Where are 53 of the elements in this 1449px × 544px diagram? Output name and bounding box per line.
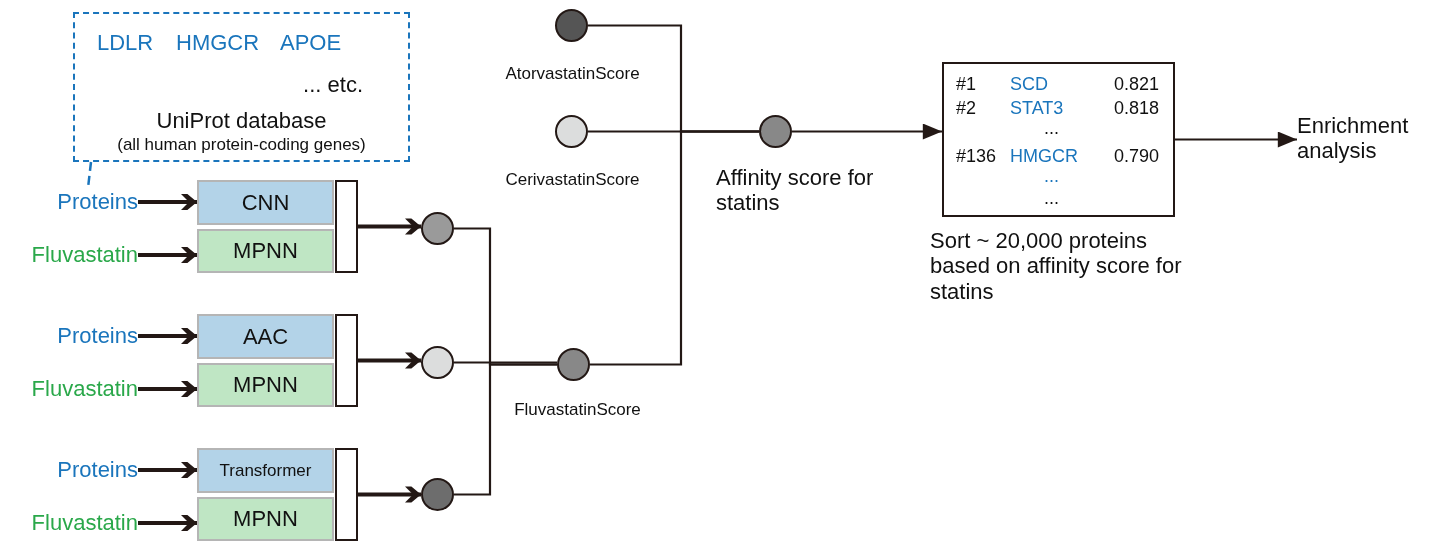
score-circle <box>555 9 588 42</box>
score-circle <box>421 212 454 245</box>
rank-number: #2 <box>956 98 977 119</box>
score-circle <box>555 115 588 148</box>
ranking-table-box <box>942 62 1175 217</box>
score-circle <box>759 115 792 148</box>
score-label: Affinity score for statins <box>716 165 875 216</box>
gene-name: LDLR <box>97 30 154 56</box>
score-value: 0.821 <box>1114 74 1160 95</box>
input-label: Proteins <box>10 454 138 486</box>
output-label: Enrichment analysis <box>1297 108 1447 168</box>
score-label: AtorvastatinScore <box>504 64 641 84</box>
score-circle <box>421 478 454 511</box>
ellipsis-text: ... <box>1044 188 1059 209</box>
gene-name: HMGCR <box>176 30 260 56</box>
concatenation-bar <box>335 314 358 407</box>
drug-encoder-box: MPNN <box>197 363 334 407</box>
drug-encoder-box: MPNN <box>197 229 334 273</box>
concatenation-bar <box>335 180 358 273</box>
etc-text: ... etc. <box>303 72 363 98</box>
input-label: Proteins <box>10 320 138 352</box>
rank-number: #1 <box>956 74 977 95</box>
connector-line <box>454 361 557 364</box>
protein-encoder-box: CNN <box>197 180 334 225</box>
score-value: 0.818 <box>1114 98 1160 119</box>
input-label: Fluvastatin <box>0 507 138 539</box>
gene-name: APOE <box>280 30 342 56</box>
score-label: CerivastatinScore <box>504 170 641 190</box>
concatenation-bar <box>335 448 358 541</box>
score-label: FluvastatinScore <box>513 400 642 420</box>
ellipsis-text: #136 <box>956 146 997 167</box>
ellipsis-text: ... <box>1044 118 1059 139</box>
input-label: Fluvastatin <box>0 373 138 405</box>
protein-encoder-box: AAC <box>197 314 334 359</box>
ellipsis-text: ... <box>1044 166 1059 187</box>
connector-line <box>590 130 759 366</box>
gene-name: STAT3 <box>1010 98 1064 119</box>
callout-box <box>73 12 410 162</box>
gene-name: HMGCR <box>1010 146 1078 167</box>
input-label: Fluvastatin <box>0 239 138 271</box>
database-subtitle: (all human protein-coding genes) <box>116 135 367 155</box>
score-circle <box>421 346 454 379</box>
database-title: UniProt database <box>155 108 328 134</box>
arrow <box>792 123 942 140</box>
score-value: 0.790 <box>1114 146 1160 167</box>
gene-name: SCD <box>1010 74 1048 95</box>
arrow <box>1175 131 1297 148</box>
connector-line <box>454 363 557 496</box>
input-label: Proteins <box>10 186 138 218</box>
protein-encoder-box: Transformer <box>197 448 334 493</box>
drug-encoder-box: MPNN <box>197 497 334 541</box>
score-circle <box>557 348 590 381</box>
caption-text: Sort ~ 20,000 proteins based on affinity score for statins <box>930 228 1183 304</box>
